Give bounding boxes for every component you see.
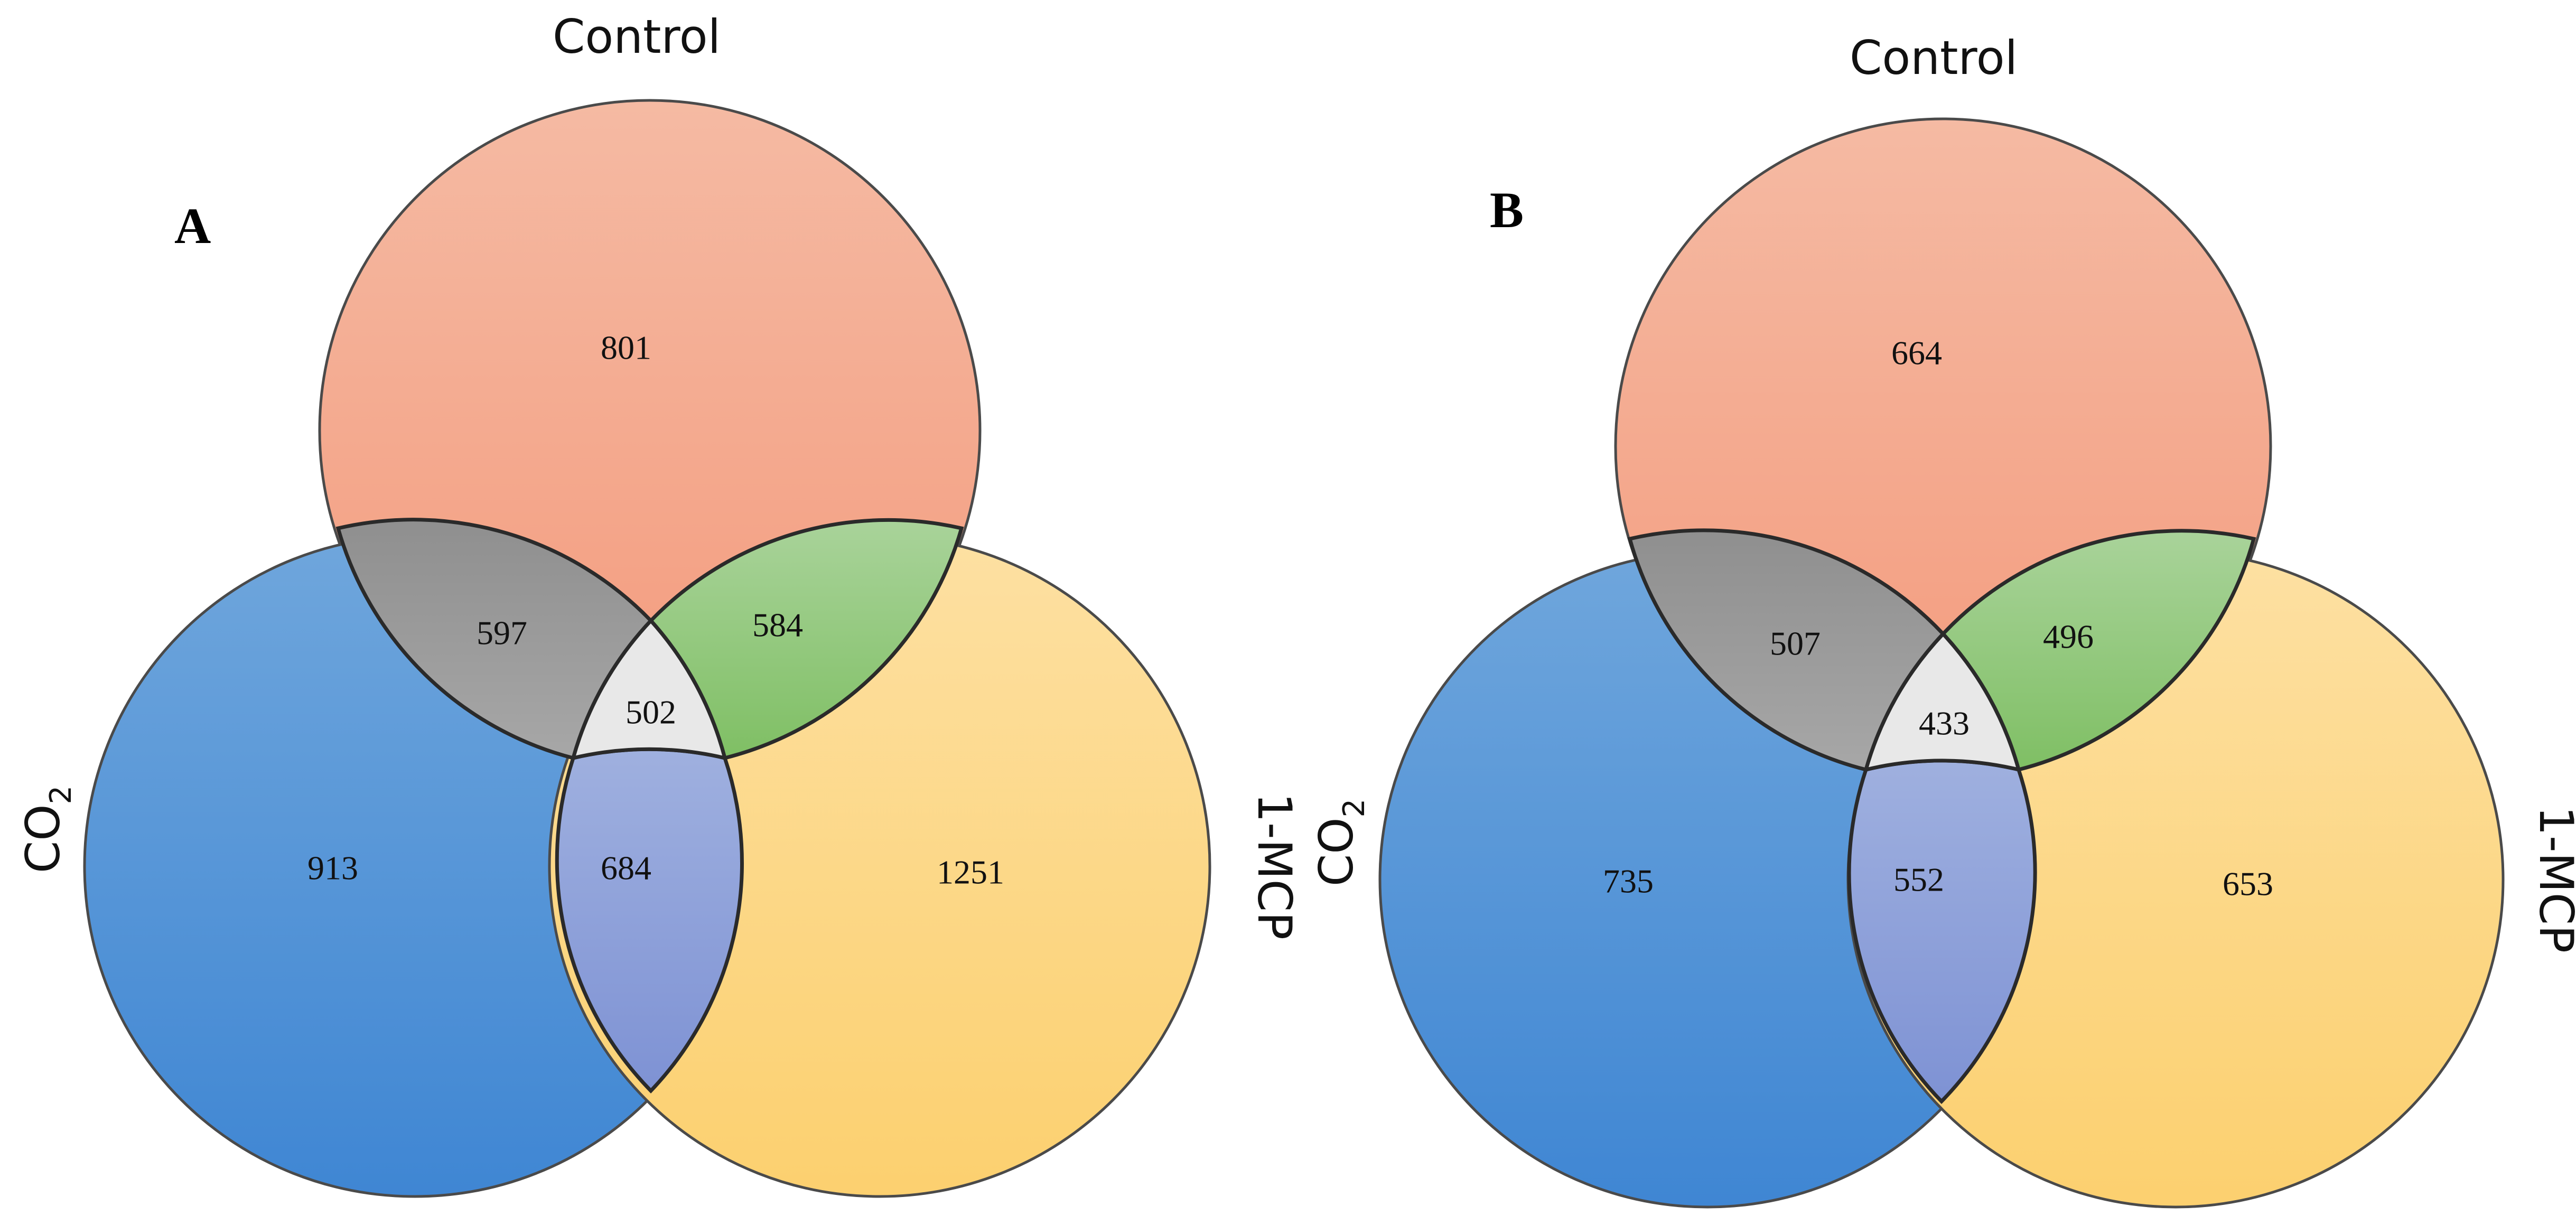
set-label-co2-subscript: 2 (1337, 799, 1371, 818)
count-all-three: 433 (1919, 705, 1970, 742)
count-co2-mcp: 552 (1893, 861, 1944, 899)
count-co2-only: 913 (307, 849, 358, 887)
set-label-control: Control (1850, 31, 2018, 85)
count-all-three: 502 (626, 694, 676, 731)
count-mcp-only: 1251 (937, 854, 1004, 891)
set-label-co2-main: CO (16, 804, 70, 873)
svg-text:CO2: CO2 (1309, 799, 1371, 886)
panel-label-a: A (174, 198, 211, 254)
set-label-co2: CO2 (1309, 799, 1371, 886)
count-control-only: 664 (1891, 334, 1942, 372)
venn-panel-b: 664 735 653 507 496 552 433 Control CO2 … (1309, 31, 2576, 1209)
count-control-mcp: 584 (752, 606, 803, 644)
count-control-co2: 597 (477, 614, 527, 652)
count-control-mcp: 496 (2043, 618, 2094, 656)
venn-panel-a: 801 913 1251 597 584 684 502 Control CO2… (16, 10, 1302, 1198)
count-co2-mcp: 684 (601, 849, 651, 887)
count-control-co2: 507 (1770, 625, 1821, 662)
count-mcp-only: 653 (2223, 865, 2273, 903)
set-label-co2-main: CO (1309, 817, 1364, 886)
all-three-overlap (1863, 631, 2021, 772)
set-label-co2-subscript: 2 (44, 786, 78, 805)
set-label-co2: CO2 (16, 786, 78, 873)
set-label-control: Control (553, 10, 721, 64)
svg-text:CO2: CO2 (16, 786, 78, 873)
set-label-mcp: 1-MCP (2529, 806, 2576, 953)
all-three-overlap (571, 618, 727, 761)
set-label-mcp: 1-MCP (1247, 793, 1302, 940)
panel-label-b: B (1490, 182, 1524, 238)
count-co2-only: 735 (1603, 863, 1654, 900)
set-label-mcp-text: 1-MCP (2529, 806, 2576, 953)
count-control-only: 801 (601, 329, 651, 367)
set-label-mcp-text: 1-MCP (1247, 793, 1302, 940)
